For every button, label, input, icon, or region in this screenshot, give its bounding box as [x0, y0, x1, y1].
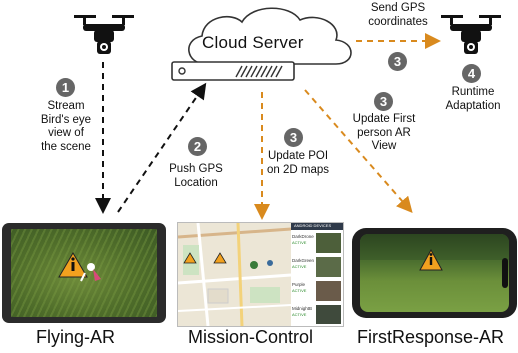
step-4-label: Runtime Adaptation — [445, 86, 501, 112]
step-3-poi-label: Update POI on 2D maps — [266, 150, 329, 176]
step-1-label: Stream Bird's eye view of the scene — [40, 100, 92, 153]
mission-map — [178, 223, 343, 326]
warning-sign-icon — [58, 252, 101, 282]
mission-entry-2[interactable]: DarkGreen — [292, 258, 315, 263]
mission-entry-4[interactable]: MidnightB — [292, 306, 313, 311]
mission-status-2: ACTIVE — [292, 264, 307, 269]
firstresponse-screen — [360, 234, 509, 312]
step-4-badge: 4 — [462, 64, 481, 83]
firstresponse-phone — [352, 228, 517, 318]
step-2-label: Push GPS Location — [169, 163, 223, 189]
cloud-server-label: Cloud Server — [202, 33, 304, 52]
step-2-badge: 2 — [188, 137, 207, 156]
step-3-poi-badge: 3 — [284, 128, 303, 147]
flying-ar-tablet — [2, 223, 166, 323]
ar-warning-sign-icon — [419, 248, 443, 271]
arrow-push-gps — [117, 82, 207, 213]
step-3-ar-badge: 3 — [374, 92, 393, 111]
firstresponse-label: FirstResponse-AR — [357, 327, 505, 347]
arrow-update-ar — [304, 89, 413, 214]
step-3-send-badge: 3 — [388, 52, 407, 71]
flying-ar-screen — [11, 229, 157, 317]
mission-control-label: Mission-Control — [188, 327, 314, 347]
mission-status-3: ACTIVE — [292, 288, 307, 293]
step-1-badge: 1 — [56, 78, 75, 97]
mission-status-4: ACTIVE — [292, 312, 307, 317]
step-3-ar-label: Update First person AR View — [352, 113, 416, 152]
mission-entry-3[interactable]: Purple — [292, 282, 306, 287]
mission-status-1: ACTIVE — [292, 240, 307, 245]
flying-ar-label: Flying-AR — [36, 327, 116, 347]
mission-panel-header: ANDROID DEVICES — [294, 223, 332, 228]
mission-control-screen: ANDROID DEVICES DarkDrone DarkGreen Purp… — [177, 222, 344, 327]
mission-entry-1[interactable]: DarkDrone — [292, 234, 314, 239]
step-3-send-label: Send GPS coordinates — [368, 2, 428, 28]
phone-notch — [502, 258, 508, 288]
